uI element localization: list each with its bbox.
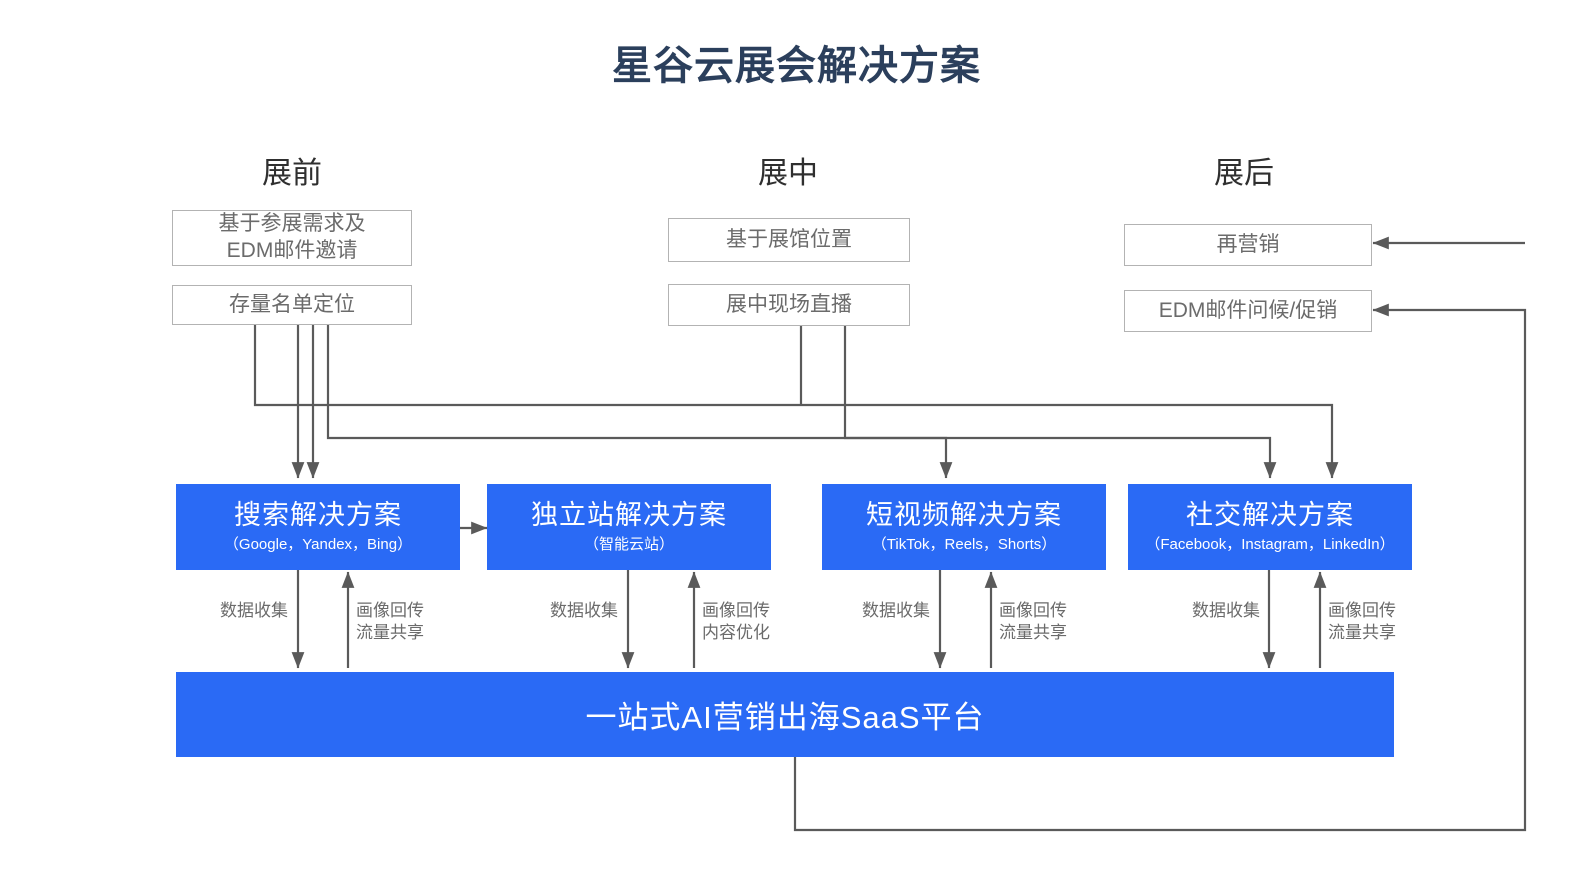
flow-label-search-up: 画像回传 流量共享 <box>356 601 424 643</box>
phase-label-post-show: 展后 <box>1214 157 1274 190</box>
wire-preshow-to-social <box>253 325 1339 479</box>
flow-label-short-video-down: 数据收集 <box>862 601 930 620</box>
stage-box-post-show-2[interactable]: EDM邮件问候/促销 <box>1124 290 1372 332</box>
solution-box-social[interactable]: 社交解决方案 （Facebook，Instagram，LinkedIn） <box>1128 484 1412 570</box>
solution-title-short-video: 短视频解决方案 <box>866 499 1062 530</box>
page-title: 星谷云展会解决方案 <box>612 44 981 88</box>
solution-box-short-video[interactable]: 短视频解决方案 （TikTok，Reels，Shorts） <box>822 484 1106 570</box>
flow-label-short-video-up: 画像回传 流量共享 <box>999 601 1067 643</box>
phase-label-pre-show: 展前 <box>262 157 322 190</box>
wire-duringshow-to-shortvideo <box>843 325 953 479</box>
solution-title-social: 社交解决方案 <box>1186 499 1354 530</box>
solution-title-search: 搜索解决方案 <box>234 499 402 530</box>
solution-subtitle-website: （智能云站） <box>583 535 674 553</box>
stage-box-during-show-1[interactable]: 基于展馆位置 <box>668 218 910 262</box>
stage-box-pre-show-2[interactable]: 存量名单定位 <box>172 285 412 325</box>
stage-box-pre-show-1[interactable]: 基于参展需求及 EDM邮件邀请 <box>172 210 412 266</box>
solution-box-search[interactable]: 搜索解决方案 （Google，Yandex，Bing） <box>176 484 460 570</box>
stage-box-post-show-1[interactable]: 再营销 <box>1124 224 1372 266</box>
flow-label-website-down: 数据收集 <box>550 601 618 620</box>
wire-preshow-to-social-2 <box>326 325 1277 479</box>
flow-label-search-down: 数据收集 <box>220 601 288 620</box>
solution-subtitle-social: （Facebook，Instagram，LinkedIn） <box>1145 535 1395 553</box>
solution-subtitle-search: （Google，Yandex，Bing） <box>223 535 413 553</box>
solution-subtitle-short-video: （TikTok，Reels，Shorts） <box>871 535 1057 553</box>
solution-box-website[interactable]: 独立站解决方案 （智能云站） <box>487 484 771 570</box>
phase-label-during-show: 展中 <box>758 157 818 190</box>
stage-box-during-show-2[interactable]: 展中现场直播 <box>668 284 910 326</box>
flow-label-social-down: 数据收集 <box>1192 601 1260 620</box>
flow-label-website-up: 画像回传 内容优化 <box>702 601 770 643</box>
platform-bar[interactable]: 一站式AI营销出海SaaS平台 <box>176 672 1394 757</box>
solution-title-website: 独立站解决方案 <box>531 499 727 530</box>
flow-label-social-up: 画像回传 流量共享 <box>1328 601 1396 643</box>
